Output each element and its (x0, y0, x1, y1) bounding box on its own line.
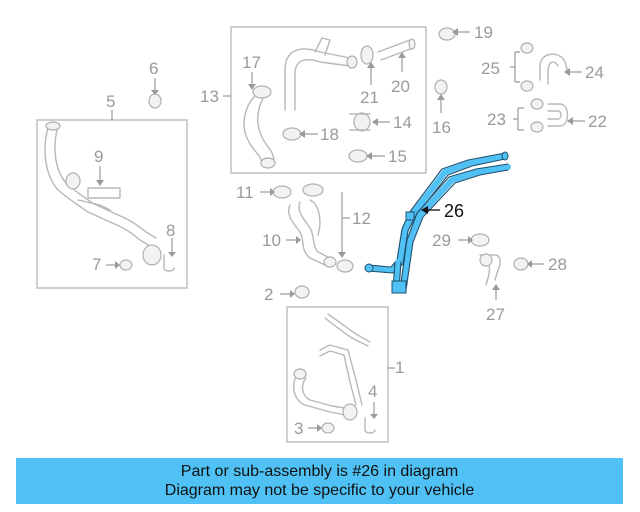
callout-19: 19 (474, 23, 493, 42)
callout-15: 15 (388, 147, 407, 166)
callout-1: 1 (395, 358, 404, 377)
callout-10: 10 (262, 231, 281, 250)
banner-line-1: Part or sub-assembly is #26 in diagram (180, 463, 459, 480)
callout-26: 26 (444, 201, 464, 221)
parts-diagram: 1 2 3 4 5 6 7 8 9 10 11 12 13 14 15 16 1… (36, 23, 607, 443)
callout-3: 3 (294, 419, 303, 438)
right-lower-parts (458, 233, 544, 300)
banner-line-2: Diagram may not be specific to your vehi… (164, 482, 475, 499)
callout-28: 28 (548, 255, 567, 274)
callout-18: 18 (320, 125, 339, 144)
info-banner: Part or sub-assembly is #26 in diagram D… (16, 458, 623, 504)
callout-22: 22 (588, 112, 607, 131)
callout-4: 4 (368, 382, 377, 401)
callout-16: 16 (432, 118, 451, 137)
callout-27: 27 (486, 305, 505, 324)
callout-23: 23 (487, 110, 506, 129)
callout-17: 17 (242, 53, 261, 72)
callout-2: 2 (264, 285, 273, 304)
callout-21: 21 (360, 88, 379, 107)
right-upper-parts (434, 27, 585, 133)
group-box-5 (36, 78, 188, 289)
callout-25: 25 (481, 59, 500, 78)
group-box-1 (286, 306, 395, 443)
callout-13: 13 (200, 87, 219, 106)
callout-labels: 1 2 3 4 5 6 7 8 9 10 11 12 13 14 15 16 1… (92, 23, 607, 438)
callout-11: 11 (236, 183, 254, 202)
callout-14: 14 (393, 113, 412, 132)
callout-20: 20 (391, 77, 410, 96)
callout-12: 12 (352, 209, 371, 228)
group-box-13 (223, 26, 427, 174)
callout-7: 7 (92, 255, 101, 274)
group-12 (260, 183, 354, 299)
callout-6: 6 (149, 59, 158, 78)
callout-8: 8 (166, 221, 175, 240)
callout-29: 29 (432, 231, 451, 250)
callout-9: 9 (94, 147, 103, 166)
callout-24: 24 (585, 63, 604, 82)
callout-5: 5 (106, 92, 115, 111)
part-26-pipe (364, 151, 511, 294)
